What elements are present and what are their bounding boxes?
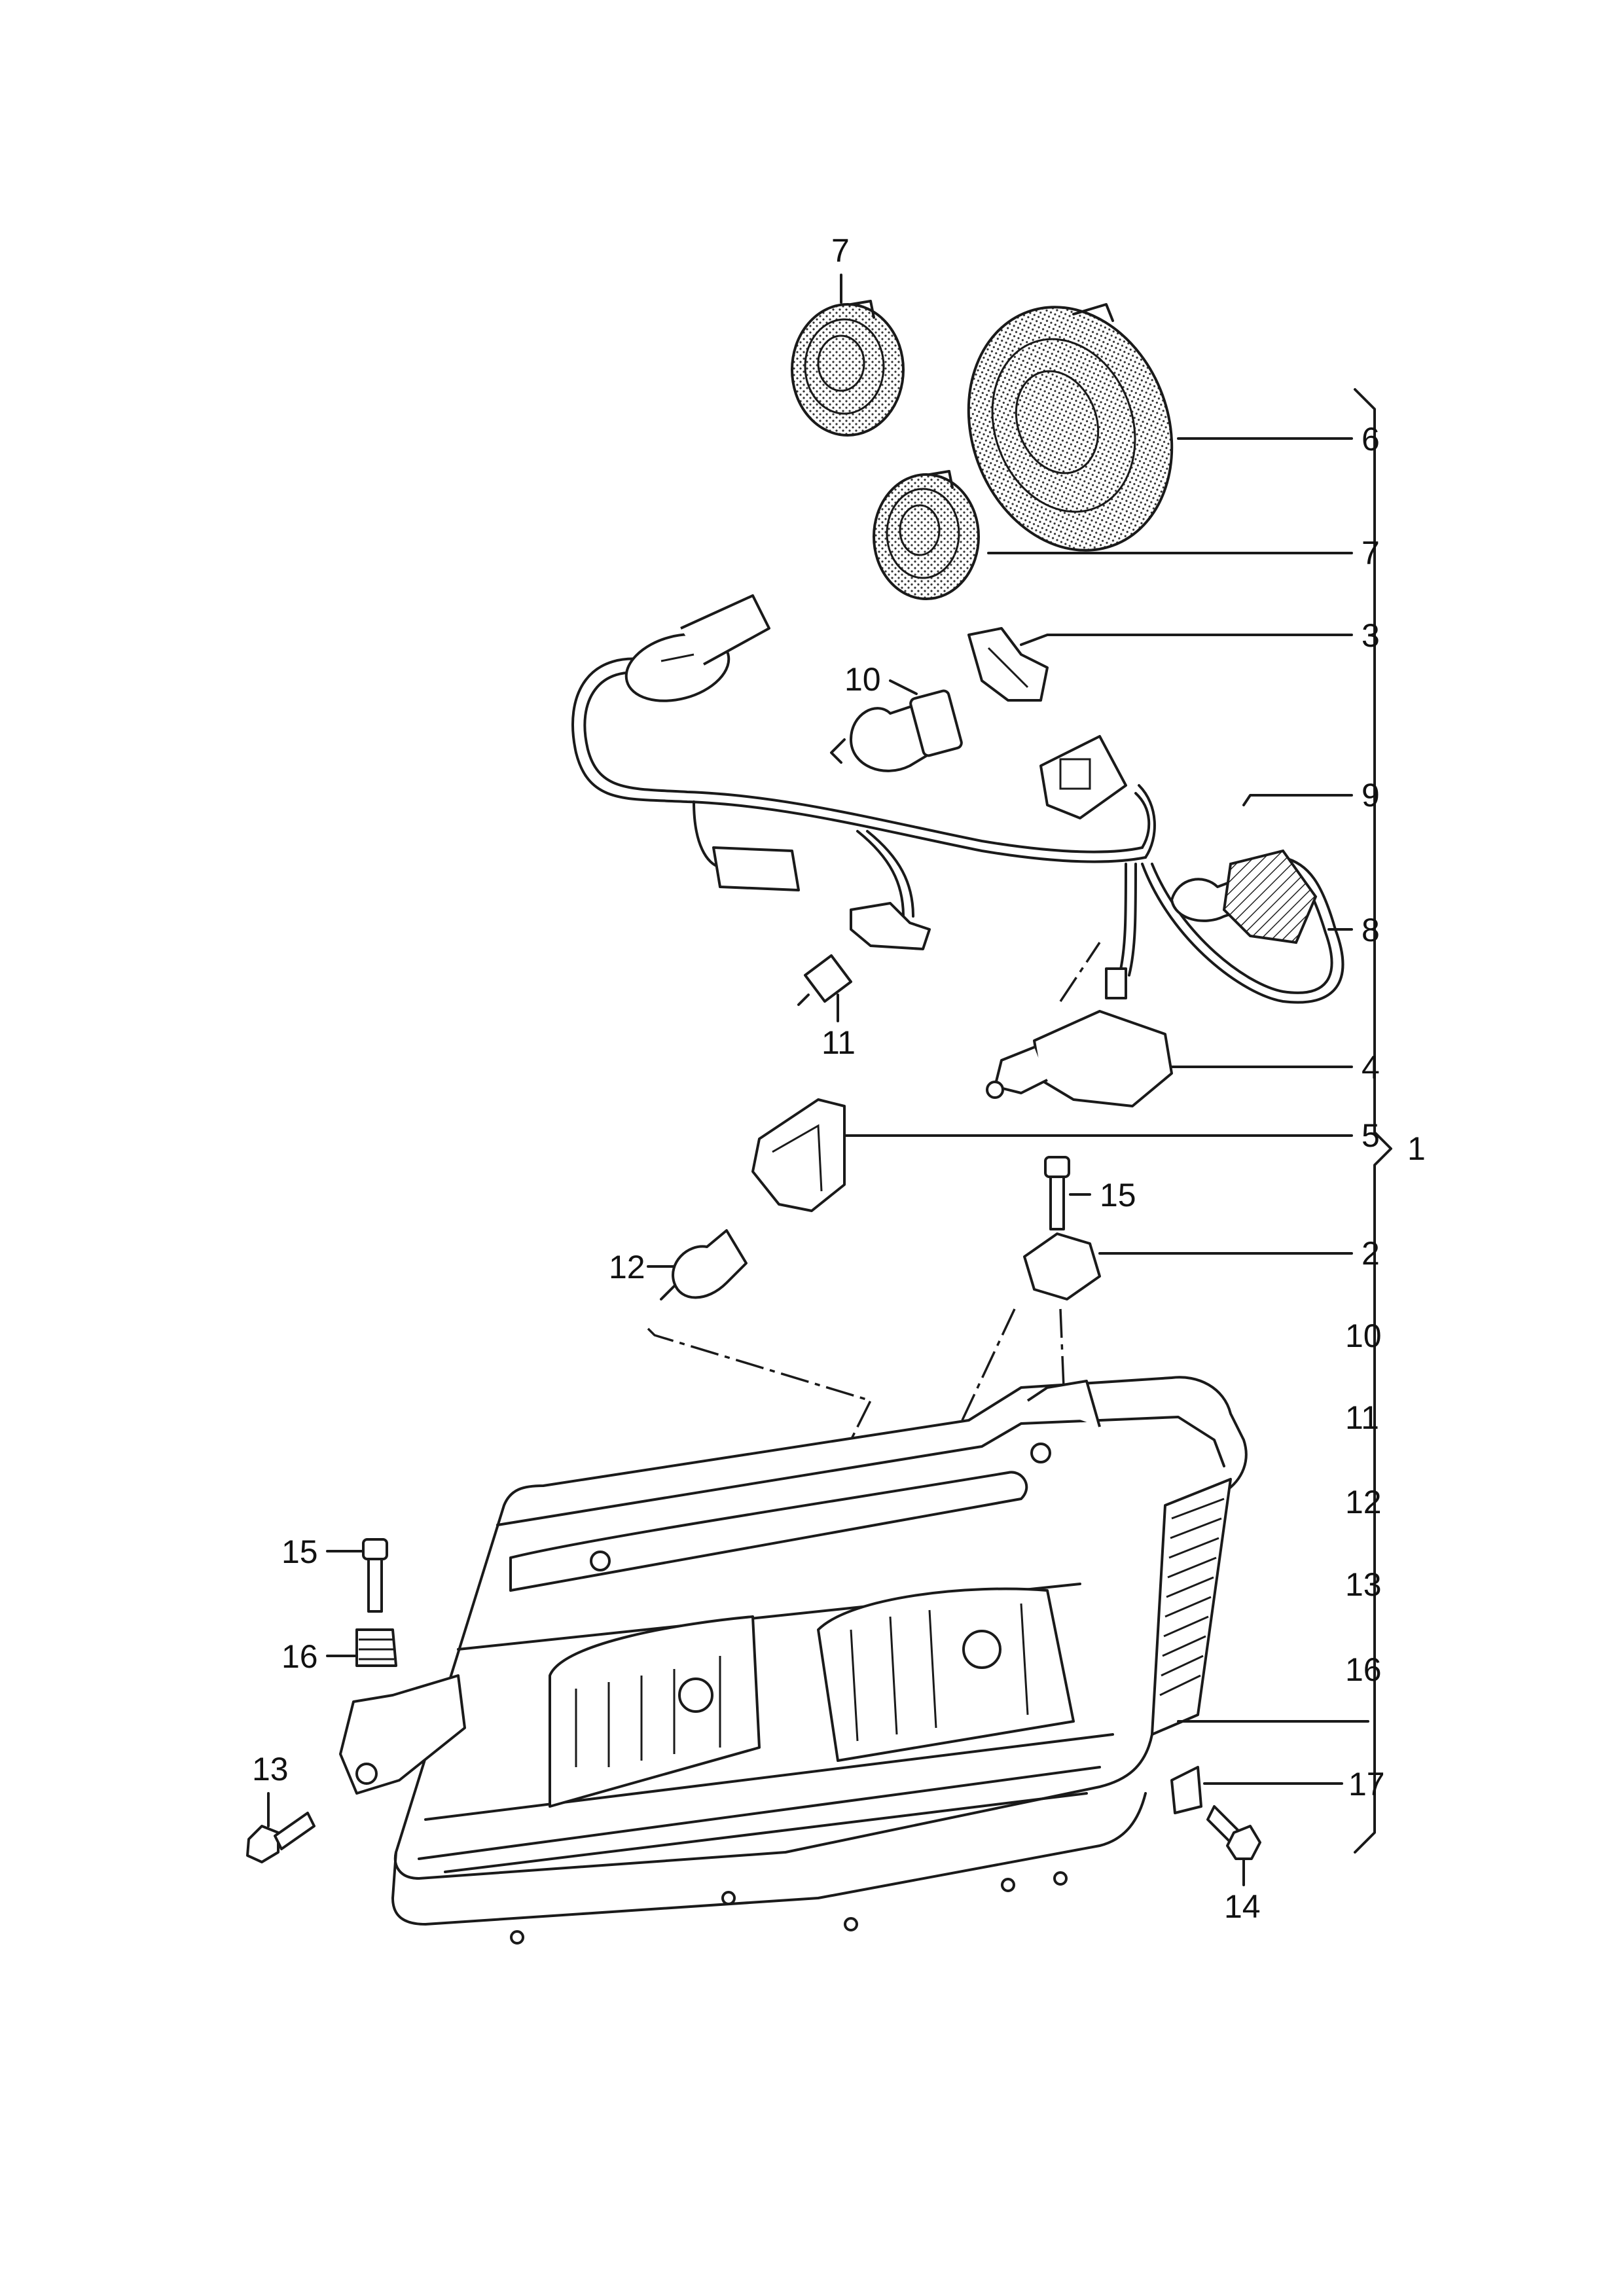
speed-nut [1170, 1766, 1202, 1814]
screw-bottom-left [246, 1812, 316, 1863]
headlight-range-control-motor [986, 967, 1173, 1107]
callout-7-top: 7 [831, 232, 850, 269]
callout-12-left: 12 [609, 1249, 645, 1285]
callout-8: 8 [1362, 912, 1380, 948]
callout-10-left: 10 [844, 661, 881, 698]
screw-left [362, 1538, 388, 1613]
leader-lines [267, 274, 1369, 1886]
callout-1: 1 [1407, 1130, 1426, 1167]
bulb-cover-small-top [791, 300, 905, 437]
callout-10-list: 10 [1345, 1318, 1382, 1354]
callout-13-left: 13 [252, 1751, 289, 1787]
grommet [355, 1628, 397, 1667]
screw-top [1044, 1156, 1070, 1230]
callout-4: 4 [1362, 1049, 1380, 1086]
parking-bulb [797, 954, 852, 1006]
assembly-guide-lines [647, 942, 1101, 1441]
callout-6: 6 [1362, 421, 1380, 457]
callout-9: 9 [1362, 777, 1380, 814]
screw-bottom-right [1206, 1805, 1261, 1860]
wiring-harness [571, 657, 1344, 1004]
callout-16-list: 16 [1345, 1651, 1382, 1688]
headlight-bulb [830, 689, 963, 772]
callout-labels: 7 6 7 3 10 9 8 11 4 5 1 15 2 12 10 11 12… [252, 232, 1426, 1925]
adjuster-clip [1023, 1232, 1101, 1300]
callout-3: 3 [1362, 617, 1380, 654]
headlight-housing [339, 1376, 1248, 1945]
callout-16-left: 16 [281, 1638, 318, 1675]
callout-7-right: 7 [1362, 535, 1380, 571]
callout-15-mid: 15 [1100, 1177, 1136, 1213]
bulb-socket-holder [1222, 849, 1318, 944]
callout-12-list: 12 [1345, 1484, 1382, 1520]
bulb-cover-small-lower [873, 470, 980, 600]
callout-11-left: 11 [821, 1024, 856, 1061]
callout-11-list: 11 [1345, 1399, 1379, 1436]
callout-2: 2 [1362, 1235, 1380, 1272]
assembly-bracket [1354, 388, 1392, 1854]
turn-signal-bulb [660, 1229, 748, 1300]
callout-14: 14 [1224, 1888, 1261, 1925]
callout-13-list: 13 [1345, 1566, 1382, 1603]
bulb-socket-connector [1039, 735, 1127, 819]
callout-5: 5 [1362, 1117, 1380, 1154]
small-bulb-holder [850, 902, 931, 950]
bulb-holder [967, 627, 1049, 702]
harness-main-connector [624, 594, 770, 702]
bulb-cover-large [967, 303, 1174, 552]
callout-15-left: 15 [281, 1534, 318, 1570]
harness-side-connector [712, 846, 800, 891]
bulb-holder-bracket [751, 1098, 846, 1212]
callout-17: 17 [1348, 1766, 1385, 1803]
